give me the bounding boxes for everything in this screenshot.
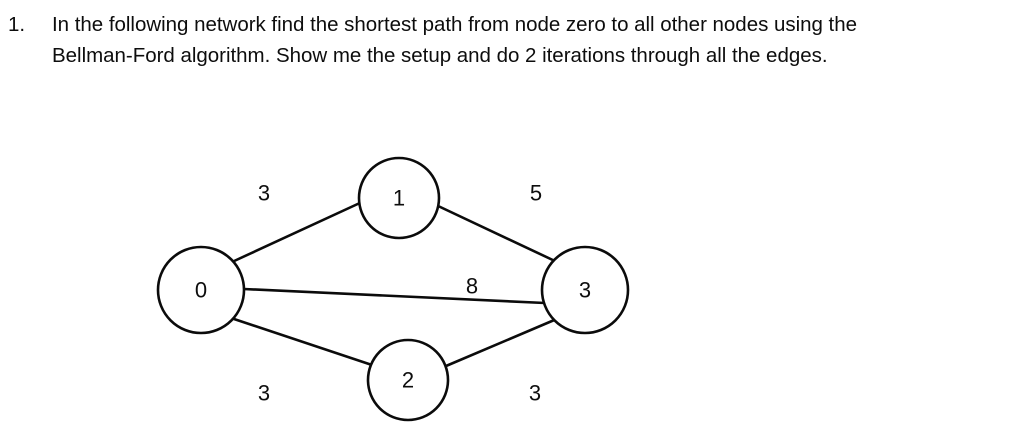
node-circle-1	[357, 156, 441, 240]
question-number: 1.	[8, 13, 26, 36]
node-circle-0	[156, 245, 246, 335]
edge-weight-0-2: 3	[258, 381, 270, 406]
edge-weight-0-1: 3	[258, 181, 270, 206]
question-text-line-1: In the following network find the shorte…	[52, 13, 857, 36]
edge-weight-2-3: 3	[529, 381, 541, 406]
network-graph-figure: 0 1 2 3 3 5 8 3 3	[0, 132, 1024, 438]
edge-weight-1-3: 5	[530, 181, 542, 206]
node-label-1: 1	[393, 186, 405, 211]
network-graph-svg: 0 1 2 3 3 5 8 3 3	[156, 156, 630, 422]
edge-0-3	[242, 287, 547, 305]
edge-weight-0-3: 8	[466, 274, 478, 299]
edge-2-3	[444, 316, 561, 368]
node-circle-3	[540, 245, 630, 335]
edge-1-3	[434, 203, 559, 264]
graph-nodes	[156, 156, 630, 422]
graph-edge-weights: 3 5 8 3 3	[258, 181, 542, 406]
node-circle-2	[366, 338, 450, 422]
node-label-0: 0	[195, 278, 207, 303]
edge-0-2	[229, 316, 374, 367]
node-label-2: 2	[402, 368, 414, 393]
graph-node-labels: 0 1 2 3	[195, 186, 591, 393]
question-row: 1. In the following network find the sho…	[0, 9, 1024, 71]
question-text-line-2: Bellman-Ford algorithm. Show me the setu…	[52, 44, 828, 67]
edge-0-1	[230, 200, 364, 264]
node-label-3: 3	[579, 278, 591, 303]
question-block: 1. In the following network find the sho…	[0, 0, 1024, 71]
graph-edges	[229, 200, 561, 368]
question-text: In the following network find the shorte…	[52, 9, 1024, 71]
